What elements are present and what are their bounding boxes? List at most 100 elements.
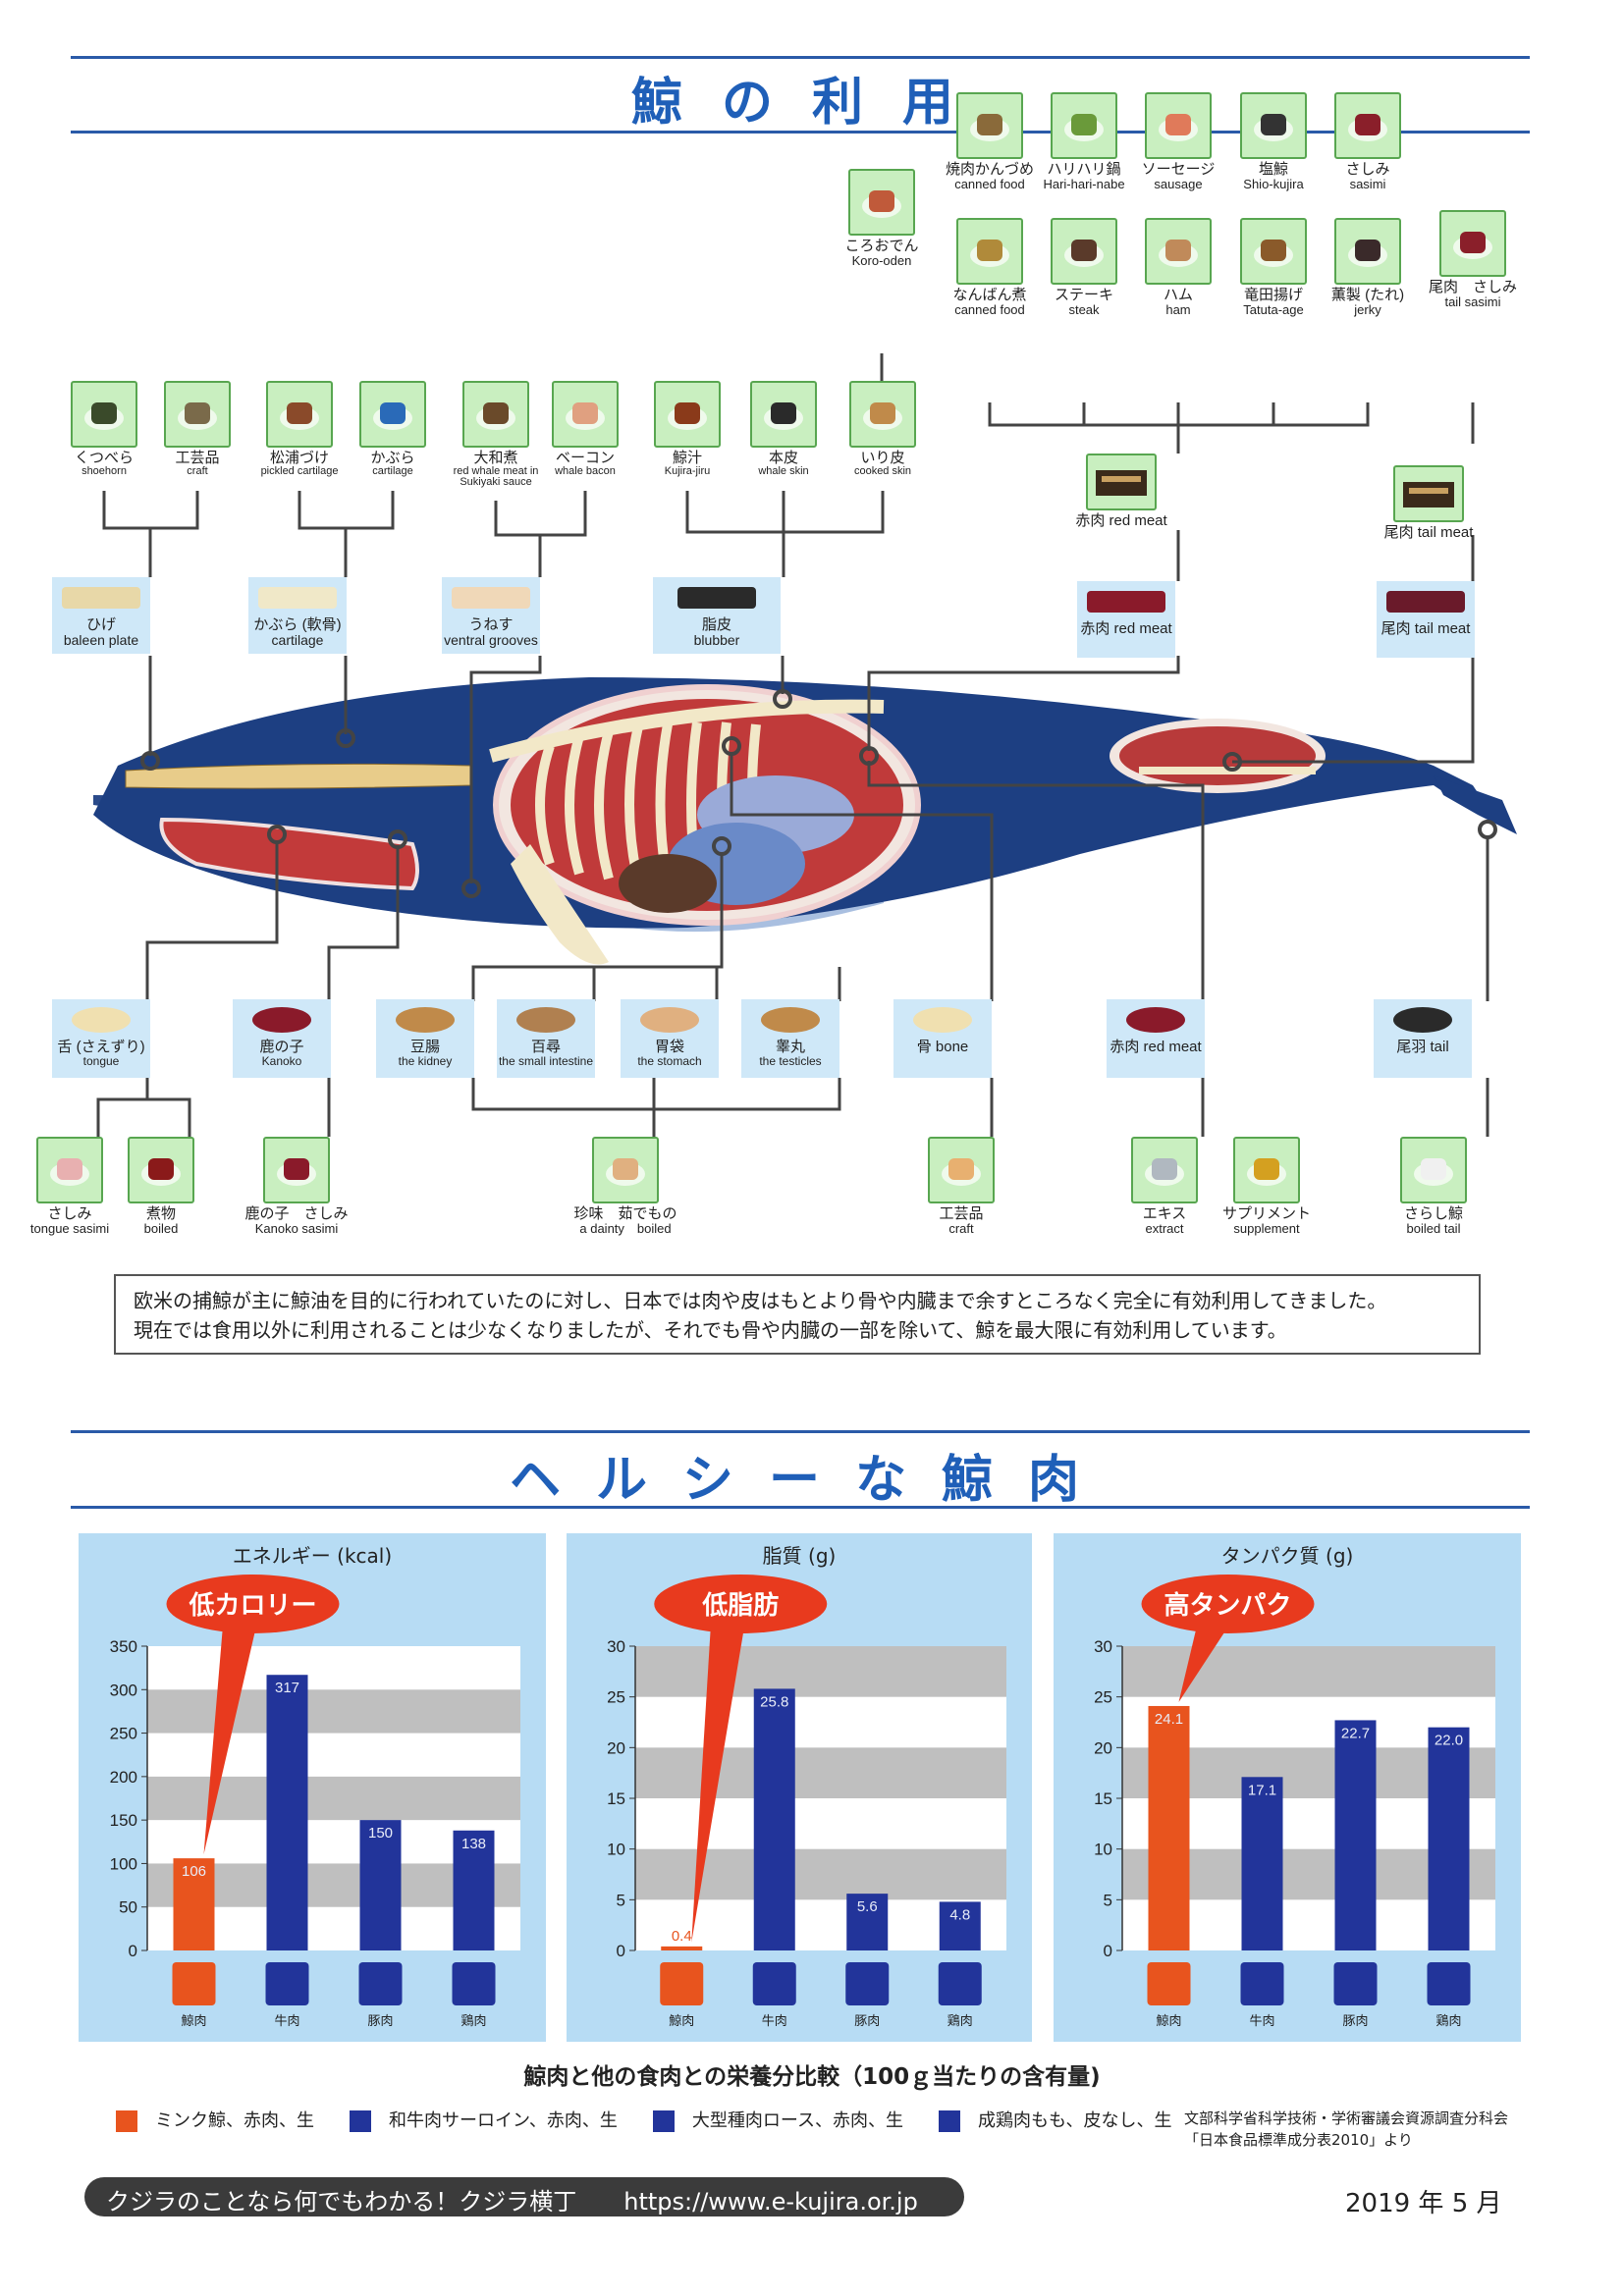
lower-part-label-ja: 骨 bone xyxy=(916,1039,969,1055)
lower-part-label-ja: 鹿の子 xyxy=(259,1039,304,1055)
bar xyxy=(359,1820,402,1950)
jerky-icon xyxy=(1348,240,1387,267)
section2-rule-bottom xyxy=(71,1506,1530,1509)
bar-value-label: 22.7 xyxy=(1341,1725,1370,1741)
supplement-icon xyxy=(1247,1158,1286,1186)
grid-band xyxy=(1122,1646,1495,1697)
y-tick-label: 150 xyxy=(110,1811,137,1830)
whale-icon xyxy=(116,2110,137,2132)
grid-band xyxy=(635,1747,1006,1798)
upper-part-label-ja: かぶら (軟骨) xyxy=(253,616,342,633)
pot-icon xyxy=(1064,114,1104,141)
row2-food-label-ja: 工芸品 xyxy=(175,450,220,466)
bottom-food-label-ja: 煮物 xyxy=(145,1205,176,1222)
category-label: 鶏肉 xyxy=(460,2014,486,2029)
legend-entry: 和牛肉サーロイン、赤肉、生 xyxy=(350,2107,635,2132)
header-rule-bottom xyxy=(71,131,1530,133)
top-food-label-en: Tatuta-age xyxy=(1243,301,1304,317)
callout-text: 低カロリー xyxy=(188,1591,316,1621)
bar xyxy=(173,1858,215,1950)
bottom-food-label-en: extract xyxy=(1145,1220,1184,1236)
skewer-icon xyxy=(862,190,901,218)
red-meat-icon xyxy=(1126,1007,1185,1033)
bottom-food-label-en: boiled xyxy=(143,1220,179,1236)
lower-part-label-en: the testicles xyxy=(759,1053,822,1068)
upper-part-label-ja: ひげ xyxy=(85,616,116,633)
category-label: 牛肉 xyxy=(1249,2014,1274,2029)
lower-part-label-en: the small intestine xyxy=(498,1053,594,1068)
can-icon xyxy=(970,240,1009,267)
category-icon xyxy=(845,1962,890,2005)
category-icon xyxy=(1240,1962,1284,2005)
y-tick-label: 30 xyxy=(1094,1637,1112,1656)
category-label: 鯨肉 xyxy=(669,2014,694,2029)
y-tick-label: 10 xyxy=(607,1841,625,1859)
bar-value-label: 17.1 xyxy=(1248,1782,1276,1798)
sashimi-icon xyxy=(277,1158,316,1186)
row2-food-label-en: pickled cartilage xyxy=(260,464,339,477)
y-tick-label: 300 xyxy=(110,1681,137,1699)
callout-bubble xyxy=(1141,1575,1315,1633)
tail-meat-icon xyxy=(1386,591,1465,613)
row2-food-label-ja: 松浦づけ xyxy=(269,450,329,466)
y-tick-label: 0 xyxy=(129,1942,137,1960)
protein-chart: タンパク質 (g)05101520253024.1鯨肉17.1牛肉22.7豚肉2… xyxy=(1094,1544,1495,2029)
top-food-label-ja: ハム xyxy=(1163,287,1193,303)
cow-icon xyxy=(350,2110,371,2132)
bottom-food-label-ja: エキス xyxy=(1142,1205,1187,1222)
top-food-label-en: canned food xyxy=(954,176,1025,191)
row2-food-label-ja: いり皮 xyxy=(860,450,905,466)
y-tick-label: 50 xyxy=(119,1898,137,1917)
lower-part-label-en: Kanoko xyxy=(261,1053,302,1068)
sashimi-icon xyxy=(1453,232,1492,259)
top-food-label-en: Hari-hari-nabe xyxy=(1043,176,1125,191)
chart-legend: ミンク鯨、赤肉、生和牛肉サーロイン、赤肉、生大型種肉ロース、赤肉、生成鶏肉もも、… xyxy=(116,2107,1208,2132)
bar-value-label: 4.8 xyxy=(949,1906,970,1923)
craft-icon xyxy=(942,1158,981,1186)
top-food-item: 薫製 (たれ)jerky xyxy=(1319,218,1417,316)
header-rule-top xyxy=(71,56,1530,59)
fried-icon xyxy=(1254,240,1293,267)
top-food-label-ja: さしみ xyxy=(1345,161,1390,178)
bar xyxy=(266,1675,308,1950)
row2-food-label-en: whale skin xyxy=(758,464,809,477)
can-icon xyxy=(970,114,1009,141)
meat-box-label: 赤肉 red meat xyxy=(1075,512,1167,529)
lower-whale-part: 骨 bone xyxy=(893,999,992,1078)
category-icon xyxy=(1333,1962,1378,2005)
bottom-food-label-en: Kanoko sasimi xyxy=(254,1220,339,1236)
lower-part-label-ja: 百尋 xyxy=(530,1039,561,1055)
publication-date: 2019 年 5 月 xyxy=(1345,2189,1502,2218)
row2-food-label-en: Kujira-jiru xyxy=(664,464,711,477)
section2-title: ヘルシーな鯨肉 xyxy=(509,1451,1114,1510)
ham-icon xyxy=(1159,240,1198,267)
footer-banner[interactable]: クジラのことなら何でもわかる！クジラ横丁 https://www.e-kujir… xyxy=(84,2177,964,2216)
bottom-food-label-ja: サプリメント xyxy=(1221,1205,1311,1222)
lower-part-label-ja: 睾丸 xyxy=(775,1039,805,1055)
category-label: 鶏肉 xyxy=(947,2014,973,2029)
bar xyxy=(939,1901,981,1950)
meat-box: 赤肉 red meat xyxy=(1057,454,1185,529)
top-food-label-en: jerky xyxy=(1354,301,1381,317)
top-food-label-en: tail sasimi xyxy=(1444,294,1501,309)
legend-entry: 大型種肉ロース、赤肉、生 xyxy=(652,2107,921,2132)
energy-chart: エネルギー (kcal)050100150200250300350106鯨肉31… xyxy=(110,1544,520,2029)
upper-part-label-ja: 赤肉 red meat xyxy=(1080,620,1172,637)
